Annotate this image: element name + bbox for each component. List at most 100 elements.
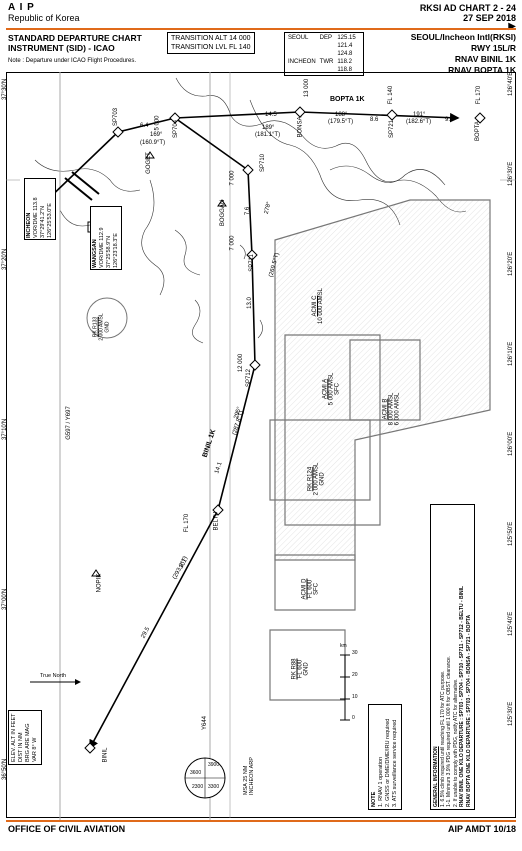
airspace-alt: GND xyxy=(319,472,326,486)
course-label: 188° xyxy=(335,112,348,118)
freq-value: 125.15 xyxy=(337,35,356,41)
graticule xyxy=(6,72,516,818)
waypoint-label: BINIL xyxy=(102,747,109,763)
waypoint-label: BONSA xyxy=(297,116,304,138)
chart-date: 27 SEP 2018 xyxy=(463,13,516,23)
distance-label: 13.0 xyxy=(246,297,253,309)
msa-sector: 3600 xyxy=(190,770,202,776)
distance-label: 29.5 xyxy=(140,626,152,640)
airspace-boundaries xyxy=(269,199,491,701)
course-label: (293.2°T) xyxy=(172,555,190,581)
footer-right: AIP AMDT 10/18 xyxy=(447,824,516,834)
coast-path xyxy=(175,77,467,213)
lon-label: 125°50'E xyxy=(508,521,514,546)
airspace-alt: GND xyxy=(303,662,310,676)
airway-label: Y644 xyxy=(202,715,209,731)
altitude-label: 7 000 xyxy=(229,170,236,186)
chart-title-line1: STANDARD DEPARTURE CHART xyxy=(8,33,142,43)
leg-binil xyxy=(89,117,256,750)
chart-title: STANDARD DEPARTURE CHART INSTRUMENT (SID… xyxy=(8,33,142,53)
scale-unit: km xyxy=(340,643,347,649)
coast-path xyxy=(34,159,141,192)
course-label: (181.1°T) xyxy=(255,132,281,138)
scale-mark: 10 xyxy=(352,694,358,700)
lat-label: 37°10'N xyxy=(2,418,8,440)
waypoint-beltu xyxy=(212,504,224,516)
acmi-c-label: ACMI C 10 000 AMSL xyxy=(312,288,324,324)
binil-label: BINIL 1K xyxy=(201,428,218,459)
coast-path xyxy=(239,244,246,260)
lat-label: 37°00'N xyxy=(2,588,8,610)
lat-label: 37°20'N xyxy=(2,248,8,270)
waypoint-label: SP710 xyxy=(260,153,267,173)
arrow-right-icon: ▶ xyxy=(508,21,516,32)
header-rule xyxy=(6,28,516,30)
freq-value: 118.2 xyxy=(337,59,352,65)
navaid-freq: VOR/DME 112.9 xyxy=(99,227,105,268)
airspace-alt: SFC xyxy=(334,383,341,396)
freq-incheon-role: TWR xyxy=(319,59,334,65)
coast-path xyxy=(329,165,446,186)
scale-mark: 30 xyxy=(352,650,358,656)
transition-alt: TRANSITION ALT 14 000 xyxy=(171,35,251,42)
transition-lvl: TRANSITION LVL FL 140 xyxy=(171,44,251,51)
rk-r133-circle xyxy=(86,297,128,339)
scale-bar xyxy=(340,654,350,721)
runway-15l xyxy=(64,177,93,201)
msa-reference: INCHEON ARP xyxy=(248,757,255,795)
footer-rule xyxy=(6,820,516,822)
flight-level-label: FL 170 xyxy=(184,513,191,533)
lon-label: 126°20'E xyxy=(508,251,514,276)
msa-sector: 3300 xyxy=(208,784,220,790)
airspace-alt: GND xyxy=(104,321,111,333)
acmi-d-area xyxy=(274,554,356,611)
chart-title-line2: INSTRUMENT (SID) - ICAO xyxy=(8,43,115,53)
general-item: RNAV BOPTA ONE KILO DEPARTURE : SP703 - … xyxy=(465,614,472,807)
course-label: (179.5°T) xyxy=(328,119,354,125)
navaid-name: WANGSAN xyxy=(92,239,98,268)
aip-label: A I P xyxy=(8,2,35,13)
waypoint-label: BELTU xyxy=(213,511,220,531)
note-item: 1. RNAV 1 operation xyxy=(378,756,384,807)
waypoint-label: NOPIK xyxy=(96,573,103,593)
waypoint-sp703 xyxy=(112,126,124,138)
waypoint-boggan xyxy=(217,199,227,207)
waypoint-binil xyxy=(84,742,96,754)
elevation-note: ELEV. ALT IN FEET DIST IN NM BRG ARE MAG… xyxy=(8,710,42,765)
course-label: 191° xyxy=(413,112,426,118)
waypoint-bonsa xyxy=(294,106,306,118)
distance-label: 9.0 xyxy=(445,117,454,123)
rk-r124-label: RK R124 2 000 AMSL GND xyxy=(307,463,325,496)
note-item: 2. GNSS or DME/DME/IRU required xyxy=(385,718,391,807)
transition-box: TRANSITION ALT 14 000 TRANSITION LVL FL … xyxy=(167,32,255,54)
waypoint-label: SP703 xyxy=(113,107,120,127)
course-label: 189° xyxy=(262,125,275,131)
waypoint-bopta xyxy=(474,112,486,124)
altitude-label: 7 000 xyxy=(229,235,236,251)
distance-label: 14.5 xyxy=(265,112,277,118)
rk-r133-label: RK R133 2 000 AMSL GND xyxy=(93,313,111,340)
waypoint-sp710 xyxy=(242,164,254,176)
navaid-coord: 37°29'41.2"N 126°25'53.0"E xyxy=(40,203,53,238)
chart-frame xyxy=(6,72,516,818)
chart-id: RKSI AD CHART 2 - 24 xyxy=(419,3,516,13)
chart-note: Note : Departure under ICAO Flight Proce… xyxy=(8,58,137,64)
freq-incheon-name: INCHEON xyxy=(288,59,316,65)
freq-seoul-role: DEP xyxy=(319,35,333,41)
true-north-label: True North xyxy=(40,673,67,679)
waypoint-nopik xyxy=(91,569,101,577)
navaid-name: INCHEON xyxy=(26,212,32,238)
waypoint-label: SP721 xyxy=(389,119,396,139)
coast-path xyxy=(257,319,263,339)
waypoint-label: BOPTA xyxy=(474,121,481,141)
runway-name: RWY 15L/R xyxy=(470,43,516,53)
airspace-alt: 6 000 AMSL xyxy=(394,392,401,426)
waypoint-goget xyxy=(145,151,155,159)
waypoint-sp721 xyxy=(386,109,398,121)
lat-label: 37°30'N xyxy=(2,78,8,100)
general-info-box: GENERAL INFORMATION 1. 6.5% climb requir… xyxy=(430,504,475,810)
course-label: (160.9°T) xyxy=(140,140,166,146)
